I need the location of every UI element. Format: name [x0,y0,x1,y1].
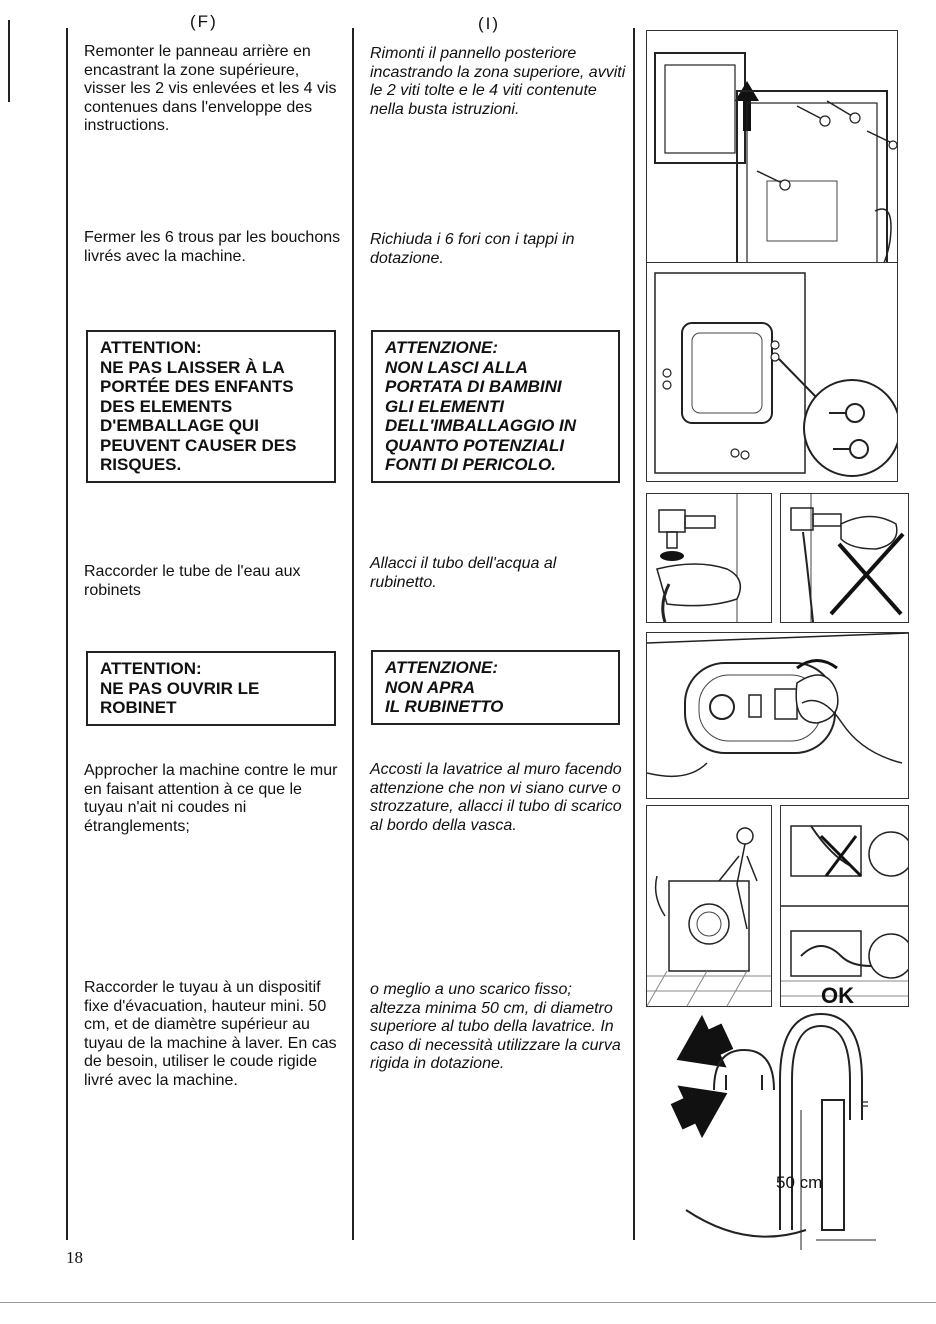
figure-drain-tub: OK [780,805,909,1007]
left-margin-rule [66,28,68,1240]
it-step-5: o meglio a uno scarico fisso; altezza mi… [370,981,621,1073]
height-label: 50 cm [776,1173,822,1192]
figure-column-rule [633,28,635,1240]
fr-step-5: Raccorder le tuyau à un dispositif fixe … [84,979,337,1089]
page-number: 18 [66,1248,83,1267]
it-step-4: Accosti la lavatrice al muro facendo att… [370,761,622,834]
it-step-2: Richiuda i 6 fori con i tappi in dotazio… [370,231,575,267]
figure-hole-plugs [646,262,898,482]
figure-tap-closed [646,632,909,799]
figure-tap-connect [646,493,772,623]
column-divider-rule [352,28,354,1240]
fr-step-2: Fermer les 6 trous par les bouchons livr… [84,229,341,265]
figure-fixed-drain: 50 cm [646,1010,907,1250]
fr-step-4: Approcher la machine contre le mur en fa… [84,762,338,835]
fr-step-3: Raccorder le tube de l'eau aux robinets [84,563,301,599]
left-edge-mark [8,20,10,102]
it-step-1: Rimonti il pannello posteriore incastran… [370,45,626,118]
italian-header: (I) [478,14,501,33]
figure-machine-to-wall [646,805,772,1007]
fr-step-1: Remonter le panneau arrière en encastran… [84,43,337,135]
figure-tap-wrong [780,493,909,623]
it-step-3: Allacci il tubo dell'acqua al rubinetto. [370,555,557,591]
footer-rule [0,1302,936,1303]
ok-label: OK [821,983,854,1006]
french-header: (F) [190,12,218,31]
